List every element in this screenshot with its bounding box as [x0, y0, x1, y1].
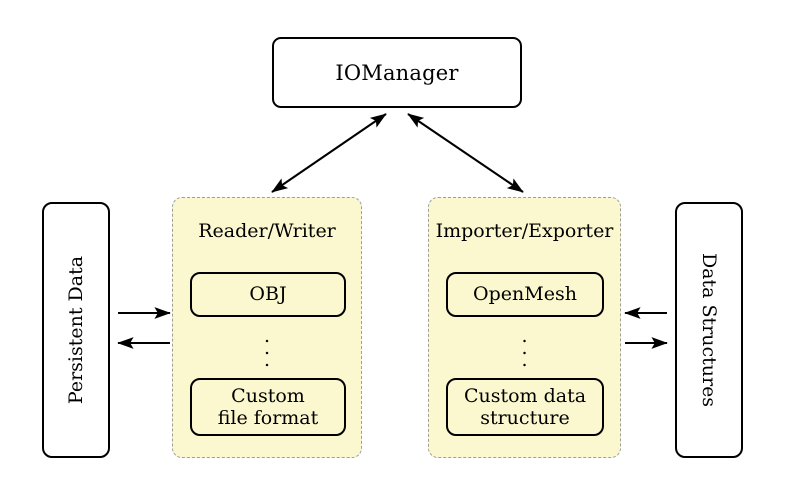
reader-writer-item-custom-file-format-label: Custom file format — [218, 385, 319, 430]
custom-data-structure-line-1: Custom data — [463, 384, 587, 407]
connector-iomanager-importer-exporter — [407, 113, 524, 193]
data-structures-node[interactable]: Data Structures — [675, 202, 743, 458]
importer-exporter-item-custom-data-structure-label: Custom data structure — [464, 385, 586, 430]
reader-writer-item-obj[interactable]: OBJ — [190, 272, 346, 317]
data-structures-label: Data Structures — [698, 252, 720, 408]
custom-data-structure-line-2: structure — [480, 407, 570, 429]
reader-writer-item-obj-label: OBJ — [249, 283, 287, 306]
iomanager-node[interactable]: IOManager — [272, 37, 522, 108]
reader-writer-ellipsis: ... — [263, 325, 271, 371]
importer-exporter-panel[interactable]: Importer/Exporter OpenMesh ... Custom da… — [428, 197, 621, 458]
importer-exporter-item-openmesh[interactable]: OpenMesh — [446, 272, 604, 317]
persistent-data-label: Persistent Data — [65, 255, 87, 405]
custom-file-format-line-1: Custom — [231, 384, 305, 407]
persistent-data-node[interactable]: Persistent Data — [42, 202, 110, 458]
importer-exporter-item-custom-data-structure[interactable]: Custom data structure — [446, 378, 604, 436]
reader-writer-item-custom-file-format[interactable]: Custom file format — [190, 378, 346, 436]
reader-writer-panel[interactable]: Reader/Writer OBJ ... Custom file format — [172, 197, 362, 458]
importer-exporter-item-openmesh-label: OpenMesh — [473, 283, 577, 306]
custom-file-format-line-2: file format — [217, 407, 319, 429]
connector-iomanager-reader-writer — [271, 113, 387, 193]
importer-exporter-ellipsis: ... — [521, 325, 528, 371]
importer-exporter-title: Importer/Exporter — [435, 220, 614, 242]
iomanager-label: IOManager — [335, 60, 459, 85]
reader-writer-title: Reader/Writer — [198, 220, 336, 242]
